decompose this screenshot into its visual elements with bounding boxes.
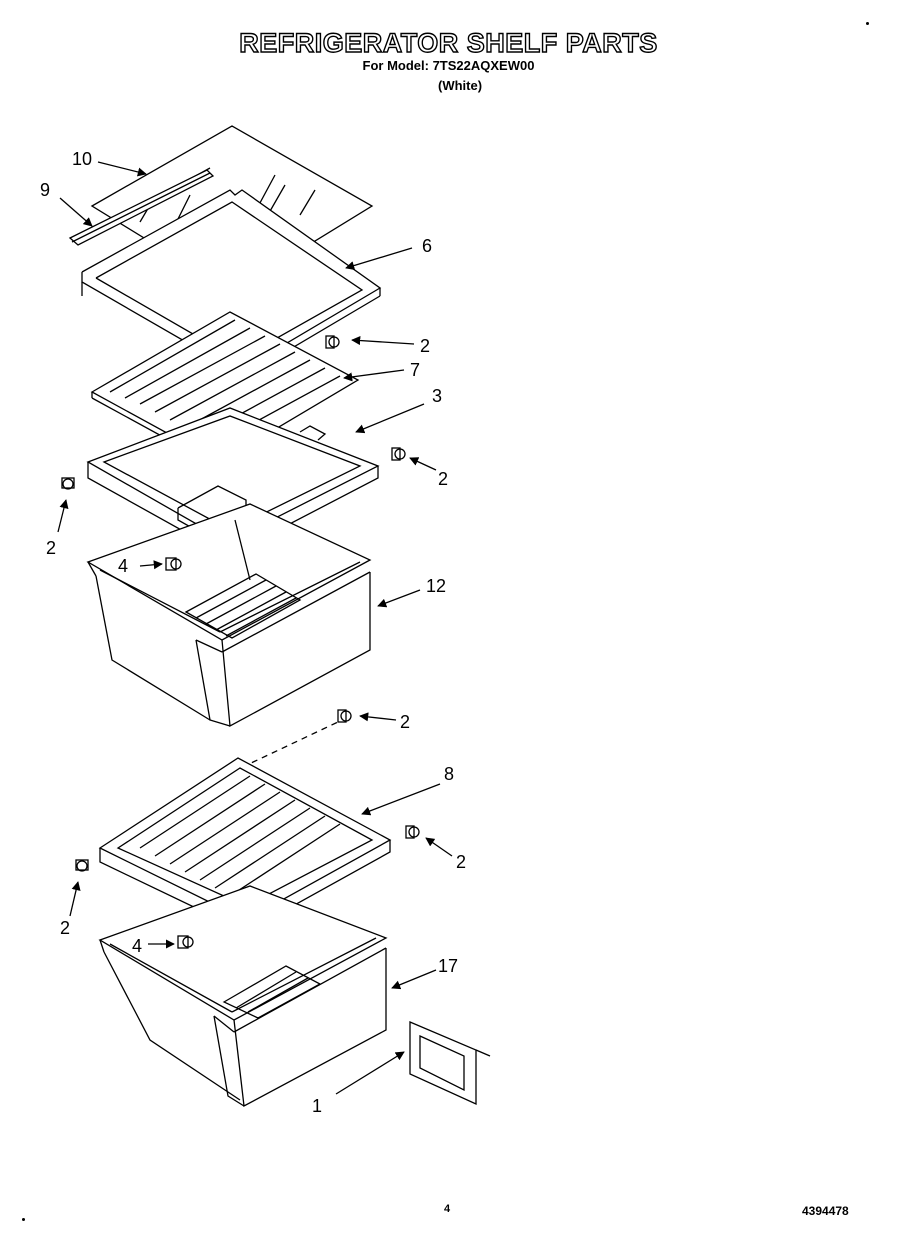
- screw-icon: [337, 709, 352, 723]
- callout-2: 2: [456, 852, 466, 872]
- callout-2: 2: [420, 336, 430, 356]
- crisper-cover-frame-part-3: [86, 407, 380, 557]
- screw-icon: [405, 825, 420, 839]
- page-number: 4: [444, 1203, 451, 1215]
- callout-7: 7: [410, 360, 420, 380]
- crisper-cover-part-8: [98, 757, 392, 933]
- shelf-trim-part-9: [68, 169, 215, 246]
- callout-2: 2: [60, 918, 70, 938]
- callout-2: 2: [438, 469, 448, 489]
- crisper-drawer-part-12: [86, 503, 372, 728]
- corner-mark: [866, 22, 869, 25]
- callout-8: 8: [444, 764, 454, 784]
- callout-12: 12: [426, 576, 446, 596]
- callout-4: 4: [132, 936, 142, 956]
- crisper-drawer-part-17: [98, 885, 388, 1108]
- shelf-frame-part-6: [81, 189, 382, 381]
- screw-icon: [75, 859, 89, 872]
- color-line: (White): [438, 78, 483, 93]
- screw-icon: [165, 557, 182, 571]
- screw-icon: [325, 335, 340, 349]
- callout-10: 10: [72, 149, 92, 169]
- model-line: For Model: 7TS22AQXEW00: [362, 58, 535, 73]
- screw-icon: [391, 447, 406, 461]
- callout-17: 17: [438, 956, 458, 976]
- callout-6: 6: [422, 236, 432, 256]
- page-title: REFRIGERATOR SHELF PARTS: [239, 27, 658, 58]
- label-card-part-1: [409, 1021, 491, 1106]
- callout-2: 2: [46, 538, 56, 558]
- screw-icon: [177, 935, 194, 949]
- callout-3: 3: [432, 386, 442, 406]
- screw-icon: [61, 477, 75, 490]
- document-number: 4394478: [802, 1204, 849, 1218]
- corner-mark: [22, 1218, 25, 1221]
- callout-1: 1: [312, 1096, 322, 1116]
- callout-2: 2: [400, 712, 410, 732]
- callout-4: 4: [118, 556, 128, 576]
- mounting-guide-line: [231, 721, 339, 773]
- callout-9: 9: [40, 180, 50, 200]
